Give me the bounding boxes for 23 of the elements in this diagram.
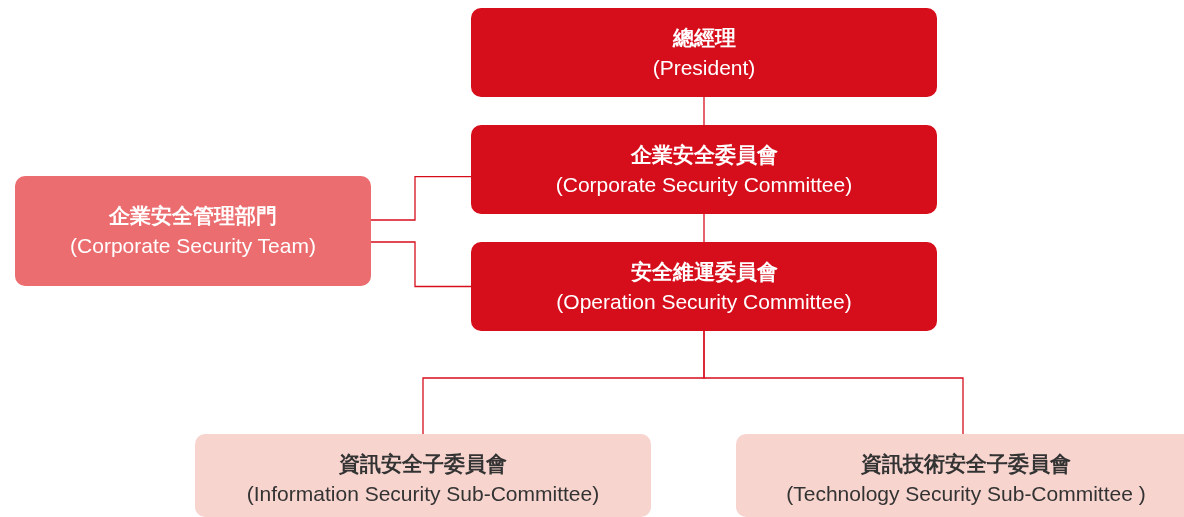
org-box: [15, 176, 371, 286]
org-box: [471, 125, 937, 214]
org-box: [736, 434, 1184, 517]
box-title: 資訊技術安全子委員會: [861, 450, 1071, 477]
box-title: 資訊安全子委員會: [339, 450, 507, 477]
connector-line: [703, 96, 705, 126]
box-subtitle: (Corporate Security Team): [70, 233, 316, 259]
connector-line: [370, 175, 472, 221]
box-subtitle: (President): [652, 54, 756, 81]
box-title: 企業安全管理部門: [109, 203, 277, 229]
org-box: [471, 8, 937, 97]
box-title: 總經理: [672, 24, 736, 51]
box-subtitle: (Information Security Sub-Committee): [246, 480, 600, 507]
box-title: 安全維運委員會: [630, 258, 778, 285]
connector-line: [370, 241, 472, 288]
box-subtitle: (Technology Security Sub-Committee ): [786, 480, 1146, 507]
box-subtitle: (Operation Security Committee): [556, 288, 852, 315]
connector-line: [703, 330, 964, 435]
org-box: [471, 242, 937, 331]
box-title: 企業安全委員會: [630, 141, 778, 168]
org-box: [195, 434, 651, 517]
connector-line: [703, 213, 705, 243]
box-subtitle: (Corporate Security Committee): [555, 171, 853, 198]
